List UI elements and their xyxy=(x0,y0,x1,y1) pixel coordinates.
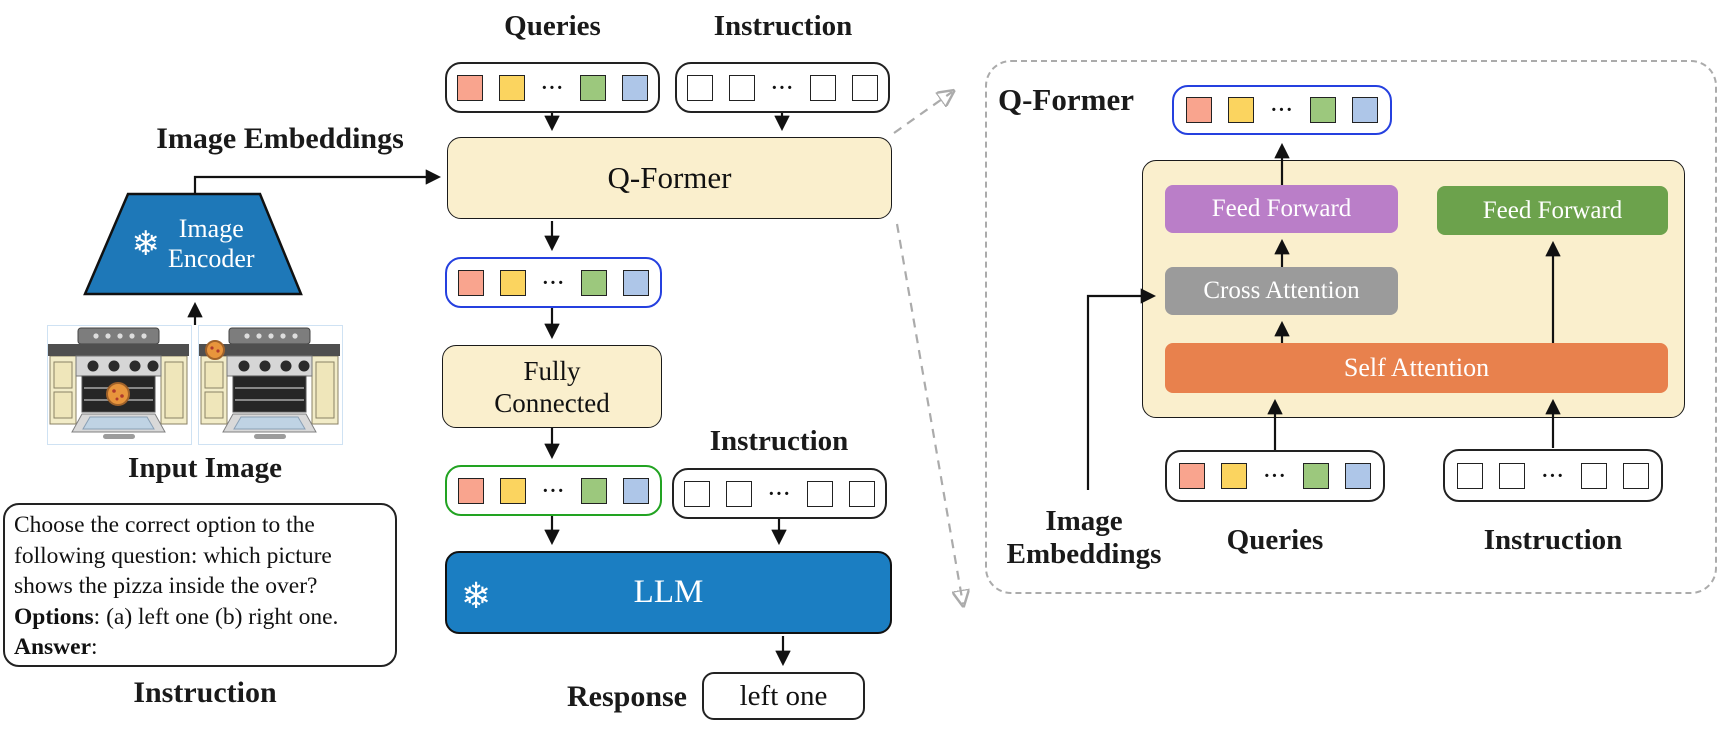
token-square xyxy=(849,480,875,507)
projected-tokens: ··· xyxy=(445,465,662,516)
token-square xyxy=(1499,462,1526,489)
token-square xyxy=(810,74,836,101)
llm-label: LLM xyxy=(633,574,704,610)
qformer-panel-title: Q-Former xyxy=(998,82,1134,117)
instruction-label-mid: Instruction xyxy=(709,425,849,457)
instruction-line-1: Choose the correct option to the xyxy=(14,512,315,538)
token-square xyxy=(728,74,755,101)
cross-attention-box: Cross Attention xyxy=(1165,267,1398,315)
token-square xyxy=(683,480,710,507)
token-square xyxy=(498,74,525,101)
token-square xyxy=(623,477,649,504)
token-square xyxy=(1179,463,1206,489)
token-square xyxy=(807,480,833,507)
response-box: left one xyxy=(702,672,865,720)
input-image-label: Input Image xyxy=(128,452,282,484)
token-square xyxy=(623,269,649,296)
panel-query-tokens: ··· xyxy=(1165,450,1385,502)
image-encoder-box: ❄ Image Encoder xyxy=(83,196,303,292)
instruction-label-left: Instruction xyxy=(133,676,277,709)
token-square xyxy=(456,74,483,101)
token-square xyxy=(1228,97,1255,123)
input-image-left xyxy=(47,325,192,445)
qformer-detail-panel xyxy=(985,60,1717,594)
token-square xyxy=(1622,462,1649,489)
image-embeddings-label-right: Image Embeddings xyxy=(1006,505,1162,570)
ellipsis-tokens: ··· xyxy=(1541,464,1565,487)
panel-query-output-tokens: ··· xyxy=(1172,85,1392,135)
token-square xyxy=(581,477,607,504)
token-square xyxy=(852,74,878,101)
token-square xyxy=(457,477,484,504)
ellipsis-tokens: ··· xyxy=(1263,465,1287,487)
image-embeddings-label: Image Embeddings xyxy=(156,122,404,155)
token-square xyxy=(1344,463,1371,489)
response-label: Response xyxy=(566,680,687,713)
input-image-right xyxy=(198,325,343,445)
instruction-tokens-mid: ··· xyxy=(672,468,887,519)
queries-label-top: Queries xyxy=(504,10,601,42)
self-attention-box: Self Attention xyxy=(1165,343,1668,393)
instruction-line-options: Options: (a) left one (b) right one. xyxy=(14,603,339,630)
instruction-label-top: Instruction xyxy=(713,10,853,42)
token-square xyxy=(457,269,484,296)
token-square xyxy=(499,269,526,296)
feed-forward-right-box: Feed Forward xyxy=(1437,186,1668,235)
instruction-text-box: Choose the correct option to the followi… xyxy=(3,503,397,667)
instruction-label-right: Instruction xyxy=(1483,524,1623,556)
token-square xyxy=(580,74,606,101)
token-square xyxy=(1580,462,1607,489)
feed-forward-left-box: Feed Forward xyxy=(1165,185,1398,233)
ellipsis-tokens: ··· xyxy=(541,479,565,502)
token-square xyxy=(622,74,648,101)
token-square xyxy=(1351,97,1378,123)
ellipsis-tokens: ··· xyxy=(767,482,791,505)
queries-label-right: Queries xyxy=(1226,524,1324,556)
token-square xyxy=(686,74,713,101)
ellipsis-tokens: ··· xyxy=(540,76,564,99)
token-square xyxy=(499,477,526,504)
ellipsis-tokens: ··· xyxy=(1270,99,1294,121)
qformer-box: Q-Former xyxy=(447,137,892,219)
llm-box: ❄ LLM xyxy=(445,551,892,634)
token-square xyxy=(725,480,752,507)
panel-instruction-tokens: ··· xyxy=(1443,449,1663,502)
fully-connected-box: Fully Connected xyxy=(442,345,662,428)
token-square xyxy=(1221,463,1248,489)
instruction-tokens-top: ··· xyxy=(675,62,890,113)
oven-pizza-inside-illustration xyxy=(48,327,189,439)
token-square xyxy=(1186,97,1213,123)
instruction-line-answer: Answer: xyxy=(14,634,98,660)
token-square xyxy=(581,269,607,296)
snowflake-icon: ❄ xyxy=(461,576,492,616)
ellipsis-tokens: ··· xyxy=(541,271,565,294)
token-square xyxy=(1309,97,1336,123)
token-square xyxy=(1302,463,1329,489)
query-output-tokens: ··· xyxy=(445,257,662,308)
instruction-line-3: shows the pizza inside the over? xyxy=(14,573,318,599)
instruction-line-2: following question: which picture xyxy=(14,542,332,569)
image-encoder-shape xyxy=(83,192,303,296)
oven-pizza-outside-illustration xyxy=(199,327,340,439)
image-encoder-label: Image Encoder xyxy=(167,214,255,273)
token-square xyxy=(1457,462,1484,489)
snowflake-icon: ❄ xyxy=(131,226,160,263)
ellipsis-tokens: ··· xyxy=(770,76,794,99)
query-tokens-top: ··· xyxy=(445,62,660,113)
